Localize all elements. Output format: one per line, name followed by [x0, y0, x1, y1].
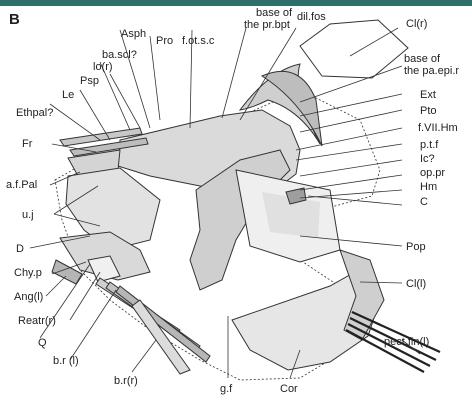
- label-ethpal: Ethpal?: [16, 107, 53, 119]
- label-reatr-r: Reatr(r): [18, 315, 56, 327]
- label-psp: Psp: [80, 75, 99, 87]
- label-f-ot-s-c: f.ot.s.c: [182, 35, 215, 47]
- label-base-pa-epi-1: base of: [404, 53, 441, 65]
- label-pto: Pto: [420, 105, 437, 117]
- label-ext: Ext: [420, 89, 436, 101]
- label-base-pr-bpt-1: base of: [256, 7, 293, 19]
- label-pop: Pop: [406, 241, 426, 253]
- label-chy-p: Chy.p: [14, 267, 42, 279]
- label-u-j: u.j: [22, 209, 34, 221]
- label-g-f: g.f: [220, 383, 233, 395]
- label-cl-l: Cl(l): [406, 278, 426, 290]
- label-q: Q: [38, 337, 47, 349]
- label-pro: Pro: [156, 35, 173, 47]
- label-ic: Ic?: [420, 153, 435, 165]
- label-p-t-f: p.t.f: [420, 139, 439, 151]
- label-ba-scl: ba.scl?: [102, 49, 137, 61]
- label-cor: Cor: [280, 383, 298, 395]
- label-asph: Asph: [121, 28, 146, 40]
- label-base-pa-epi-2: the pa.epi.r: [404, 65, 459, 77]
- label-c: C: [420, 196, 428, 208]
- label-hm: Hm: [420, 181, 437, 193]
- label-lo-r: lo(r): [93, 61, 113, 73]
- label-op-pr: op.pr: [420, 167, 445, 179]
- label-cl-r: Cl(r): [406, 18, 427, 30]
- label-d: D: [16, 243, 24, 255]
- label-pect-fin-l: pect.fin(l): [384, 336, 429, 348]
- panel-letter: B: [9, 11, 20, 28]
- label-base-pr-bpt-2: the pr.bpt: [244, 19, 290, 31]
- label-dil-fos: dil.fos: [297, 11, 326, 23]
- label-a-f-pal: a.f.Pal: [6, 179, 37, 191]
- label-f-vii-hm: f.VII.Hm: [418, 122, 458, 134]
- label-ang-l: Ang(l): [14, 291, 43, 303]
- label-b-r-l: b.r (l): [53, 355, 79, 367]
- label-le: Le: [62, 89, 74, 101]
- label-b-r-r: b.r(r): [114, 375, 138, 387]
- label-fr: Fr: [22, 138, 33, 150]
